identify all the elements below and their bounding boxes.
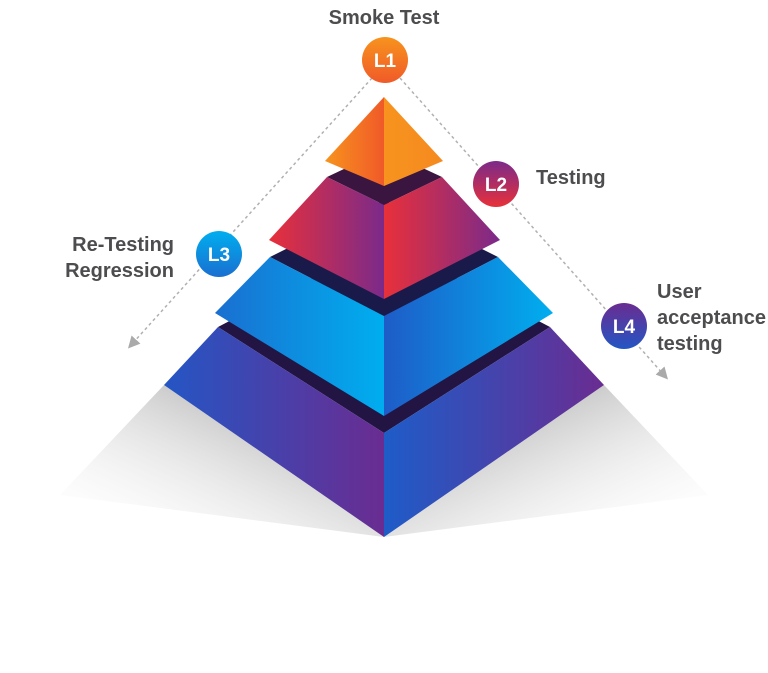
badge-l2: L2 <box>473 161 519 207</box>
label-line: acceptance <box>657 307 766 329</box>
badge-l1: L1 <box>362 37 408 83</box>
shadow-right <box>384 385 708 537</box>
label-line: Re-Testing <box>72 234 174 256</box>
svg-text:L4: L4 <box>613 317 636 338</box>
label-line: testing <box>657 333 723 355</box>
svg-text:L1: L1 <box>374 51 397 72</box>
svg-text:L3: L3 <box>208 245 230 266</box>
label-user-acceptance-testing: User acceptance testing <box>657 279 766 357</box>
label-smoke-test: Smoke Test <box>328 7 440 29</box>
tier-1 <box>325 97 443 186</box>
badge-l4: L4 <box>601 303 647 349</box>
shadow-left <box>60 385 384 537</box>
badge-l3: L3 <box>196 231 242 277</box>
label-line: User <box>657 281 702 303</box>
label-re-testing-regression: Re-Testing Regression <box>24 232 174 284</box>
svg-text:L2: L2 <box>485 175 507 196</box>
label-line: Regression <box>65 260 174 282</box>
label-testing: Testing <box>536 167 606 189</box>
